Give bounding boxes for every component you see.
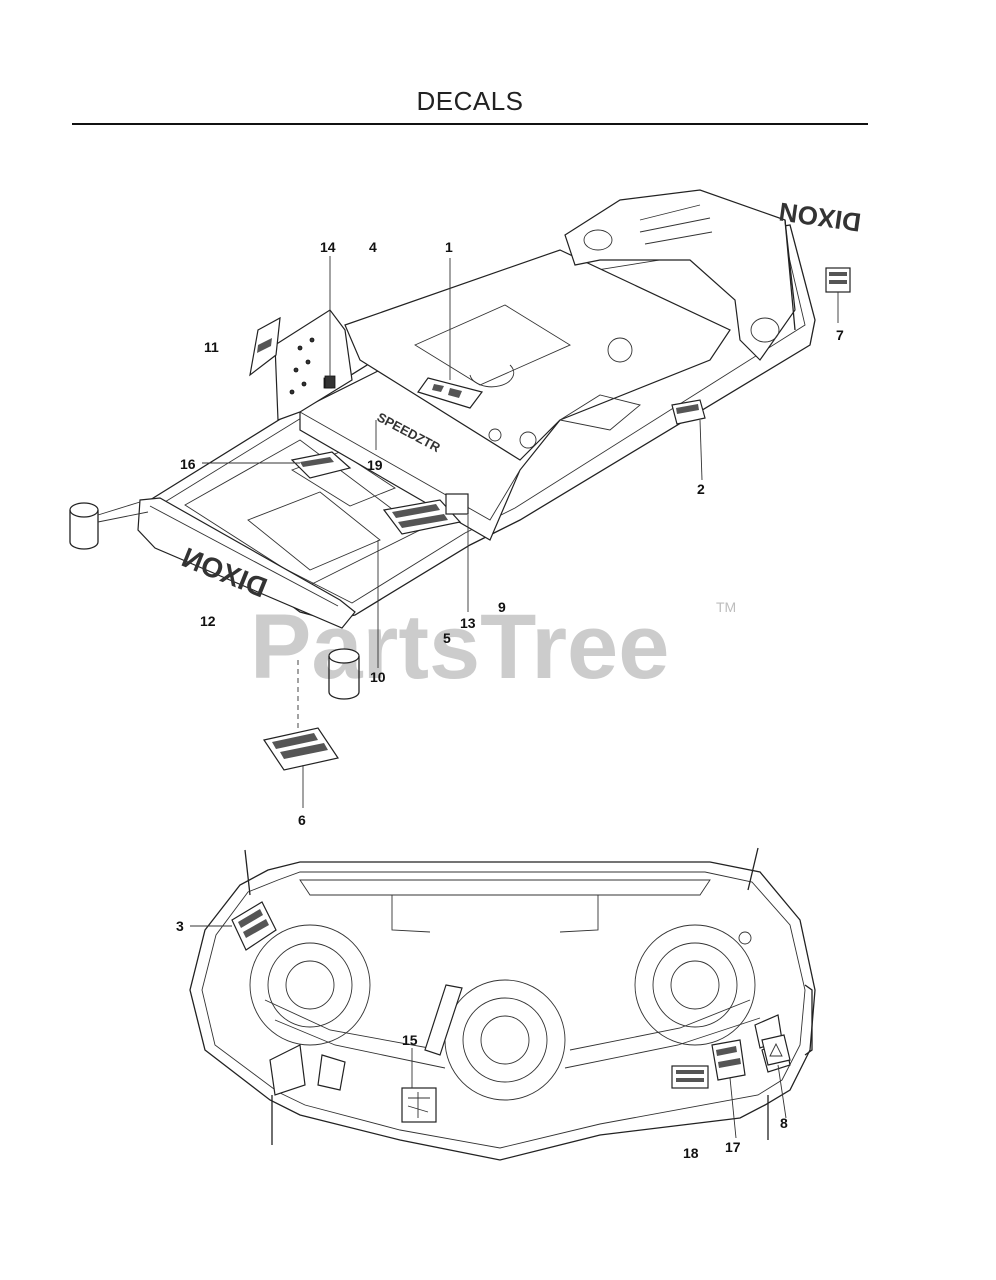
decal-17-deck — [711, 1039, 746, 1081]
front-caster-right — [328, 648, 360, 700]
footrest-plate: DIXON — [137, 497, 356, 629]
callout-16: 16 — [180, 456, 196, 472]
decal-16-floor — [290, 451, 352, 479]
page-title: DECALS — [416, 86, 524, 116]
decal-2-side — [671, 399, 706, 425]
top-deck — [344, 249, 731, 461]
callout-10: 10 — [370, 669, 386, 685]
rear-engine-guard — [564, 189, 796, 361]
callout-13: 13 — [460, 615, 476, 631]
front-caster-left — [69, 501, 149, 550]
watermark-trademark: TM — [716, 599, 736, 615]
decal-3-deck — [231, 901, 277, 951]
decal-11-part — [249, 316, 281, 377]
title-rule — [72, 123, 868, 125]
callout-4: 4 — [369, 239, 377, 255]
callout-3: 3 — [176, 918, 184, 934]
callout-9: 9 — [498, 599, 506, 615]
callout-19: 19 — [367, 457, 383, 473]
rear-dixon-decal: DIXON — [777, 197, 863, 238]
chassis-leader-lines — [202, 256, 839, 808]
callout-15: 15 — [402, 1032, 418, 1048]
callout-12: 12 — [200, 613, 216, 629]
callout-5: 5 — [443, 630, 451, 646]
decal-8-deck — [761, 1034, 791, 1066]
callout-1: 1 — [445, 239, 453, 255]
callout-7: 7 — [836, 327, 844, 343]
decal-15-deck — [401, 1087, 437, 1123]
callout-6: 6 — [298, 812, 306, 828]
callout-11: 11 — [204, 339, 219, 355]
callout-18: 18 — [683, 1145, 699, 1161]
decal-18-deck — [671, 1065, 709, 1089]
mower-deck — [189, 847, 816, 1161]
decal-13-floor — [382, 493, 469, 535]
callout-2: 2 — [697, 481, 705, 497]
callout-17: 17 — [725, 1139, 741, 1155]
decal-7-rear — [825, 267, 851, 293]
decal-6-loose — [263, 727, 339, 771]
callout-8: 8 — [780, 1115, 788, 1131]
decal-1-top — [417, 377, 484, 409]
callout-14: 14 — [320, 239, 336, 255]
deck-leader-lines — [190, 925, 787, 1139]
